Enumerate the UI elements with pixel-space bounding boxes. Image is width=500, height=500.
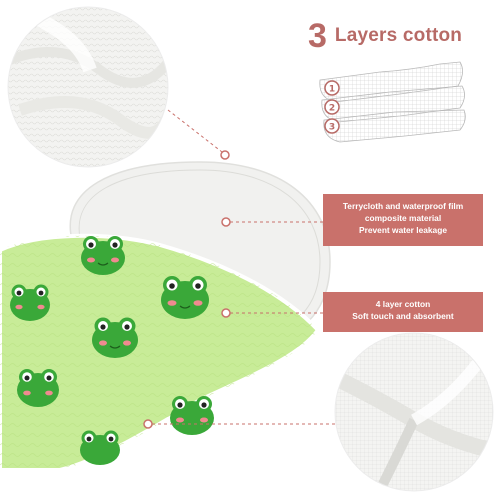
connector-dot (143, 419, 153, 429)
frog-icon (81, 236, 125, 275)
muslin-zoom (334, 332, 494, 492)
frog-icon (92, 317, 138, 358)
headline-number: 3 (308, 17, 327, 55)
towel-front (0, 233, 321, 472)
headline-text: Layers cotton (334, 25, 463, 46)
connector-line-terry (167, 109, 223, 153)
callout-line: Terrycloth and waterproof film (342, 201, 464, 211)
frog-icon (17, 369, 59, 407)
callout-line: Prevent water leakage (359, 225, 447, 235)
layer-number: 1 (329, 85, 335, 95)
layer-number: 3 (329, 123, 335, 133)
layer-marker-3: 3 (324, 118, 340, 134)
headline: 3 Layers cotton (308, 16, 498, 56)
frog-icon (80, 430, 120, 465)
frog-icon (10, 284, 50, 321)
layer-marker-2: 2 (324, 99, 340, 115)
connector-dot (221, 308, 231, 318)
terrycloth-zoom (7, 6, 169, 168)
connector-dot (221, 217, 231, 227)
callout-line: 4 layer cotton (375, 299, 431, 309)
frog-icon (161, 276, 209, 319)
frog-icon (170, 396, 214, 435)
callout-line: Soft touch and absorbent (352, 311, 454, 321)
layer-marker-1: 1 (324, 80, 340, 96)
layer-number: 2 (329, 104, 335, 114)
layers-diagram: 1 2 3 (319, 61, 466, 143)
connector-dot (220, 150, 230, 160)
callout-terrycloth: Terrycloth and waterproof film composite… (323, 194, 483, 246)
callout-line: composite material (364, 213, 442, 223)
callout-cotton: 4 layer cotton Soft touch and absorbent (323, 292, 483, 332)
